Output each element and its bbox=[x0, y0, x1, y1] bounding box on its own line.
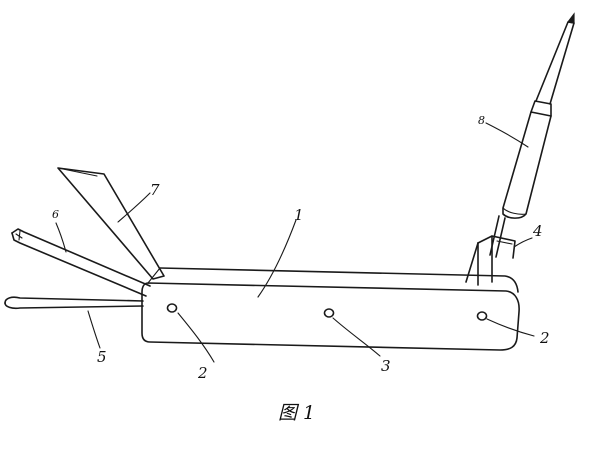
leader-lines bbox=[55, 122, 535, 363]
flat-screwdriver bbox=[4, 296, 144, 310]
handle-body bbox=[141, 267, 520, 351]
rivet-left bbox=[166, 303, 178, 313]
knife-blade bbox=[57, 167, 165, 280]
label-part-1: 1 bbox=[294, 206, 304, 224]
phillips-screwdriver bbox=[11, 228, 151, 297]
label-part-2-left: 2 bbox=[197, 364, 208, 382]
label-part-2-right: 2 bbox=[539, 329, 550, 347]
rivet-right bbox=[476, 311, 488, 321]
label-part-8: 8 bbox=[478, 114, 485, 127]
label-part-4: 4 bbox=[532, 222, 543, 240]
rivet-center bbox=[323, 308, 335, 318]
label-part-6: 6 bbox=[52, 208, 59, 221]
extended-tool bbox=[489, 12, 575, 258]
tool-holder bbox=[465, 235, 516, 286]
label-part-3: 3 bbox=[381, 357, 391, 375]
label-part-7: 7 bbox=[150, 181, 160, 199]
figure-caption: 图 1 bbox=[278, 402, 315, 424]
label-part-5: 5 bbox=[97, 348, 107, 366]
